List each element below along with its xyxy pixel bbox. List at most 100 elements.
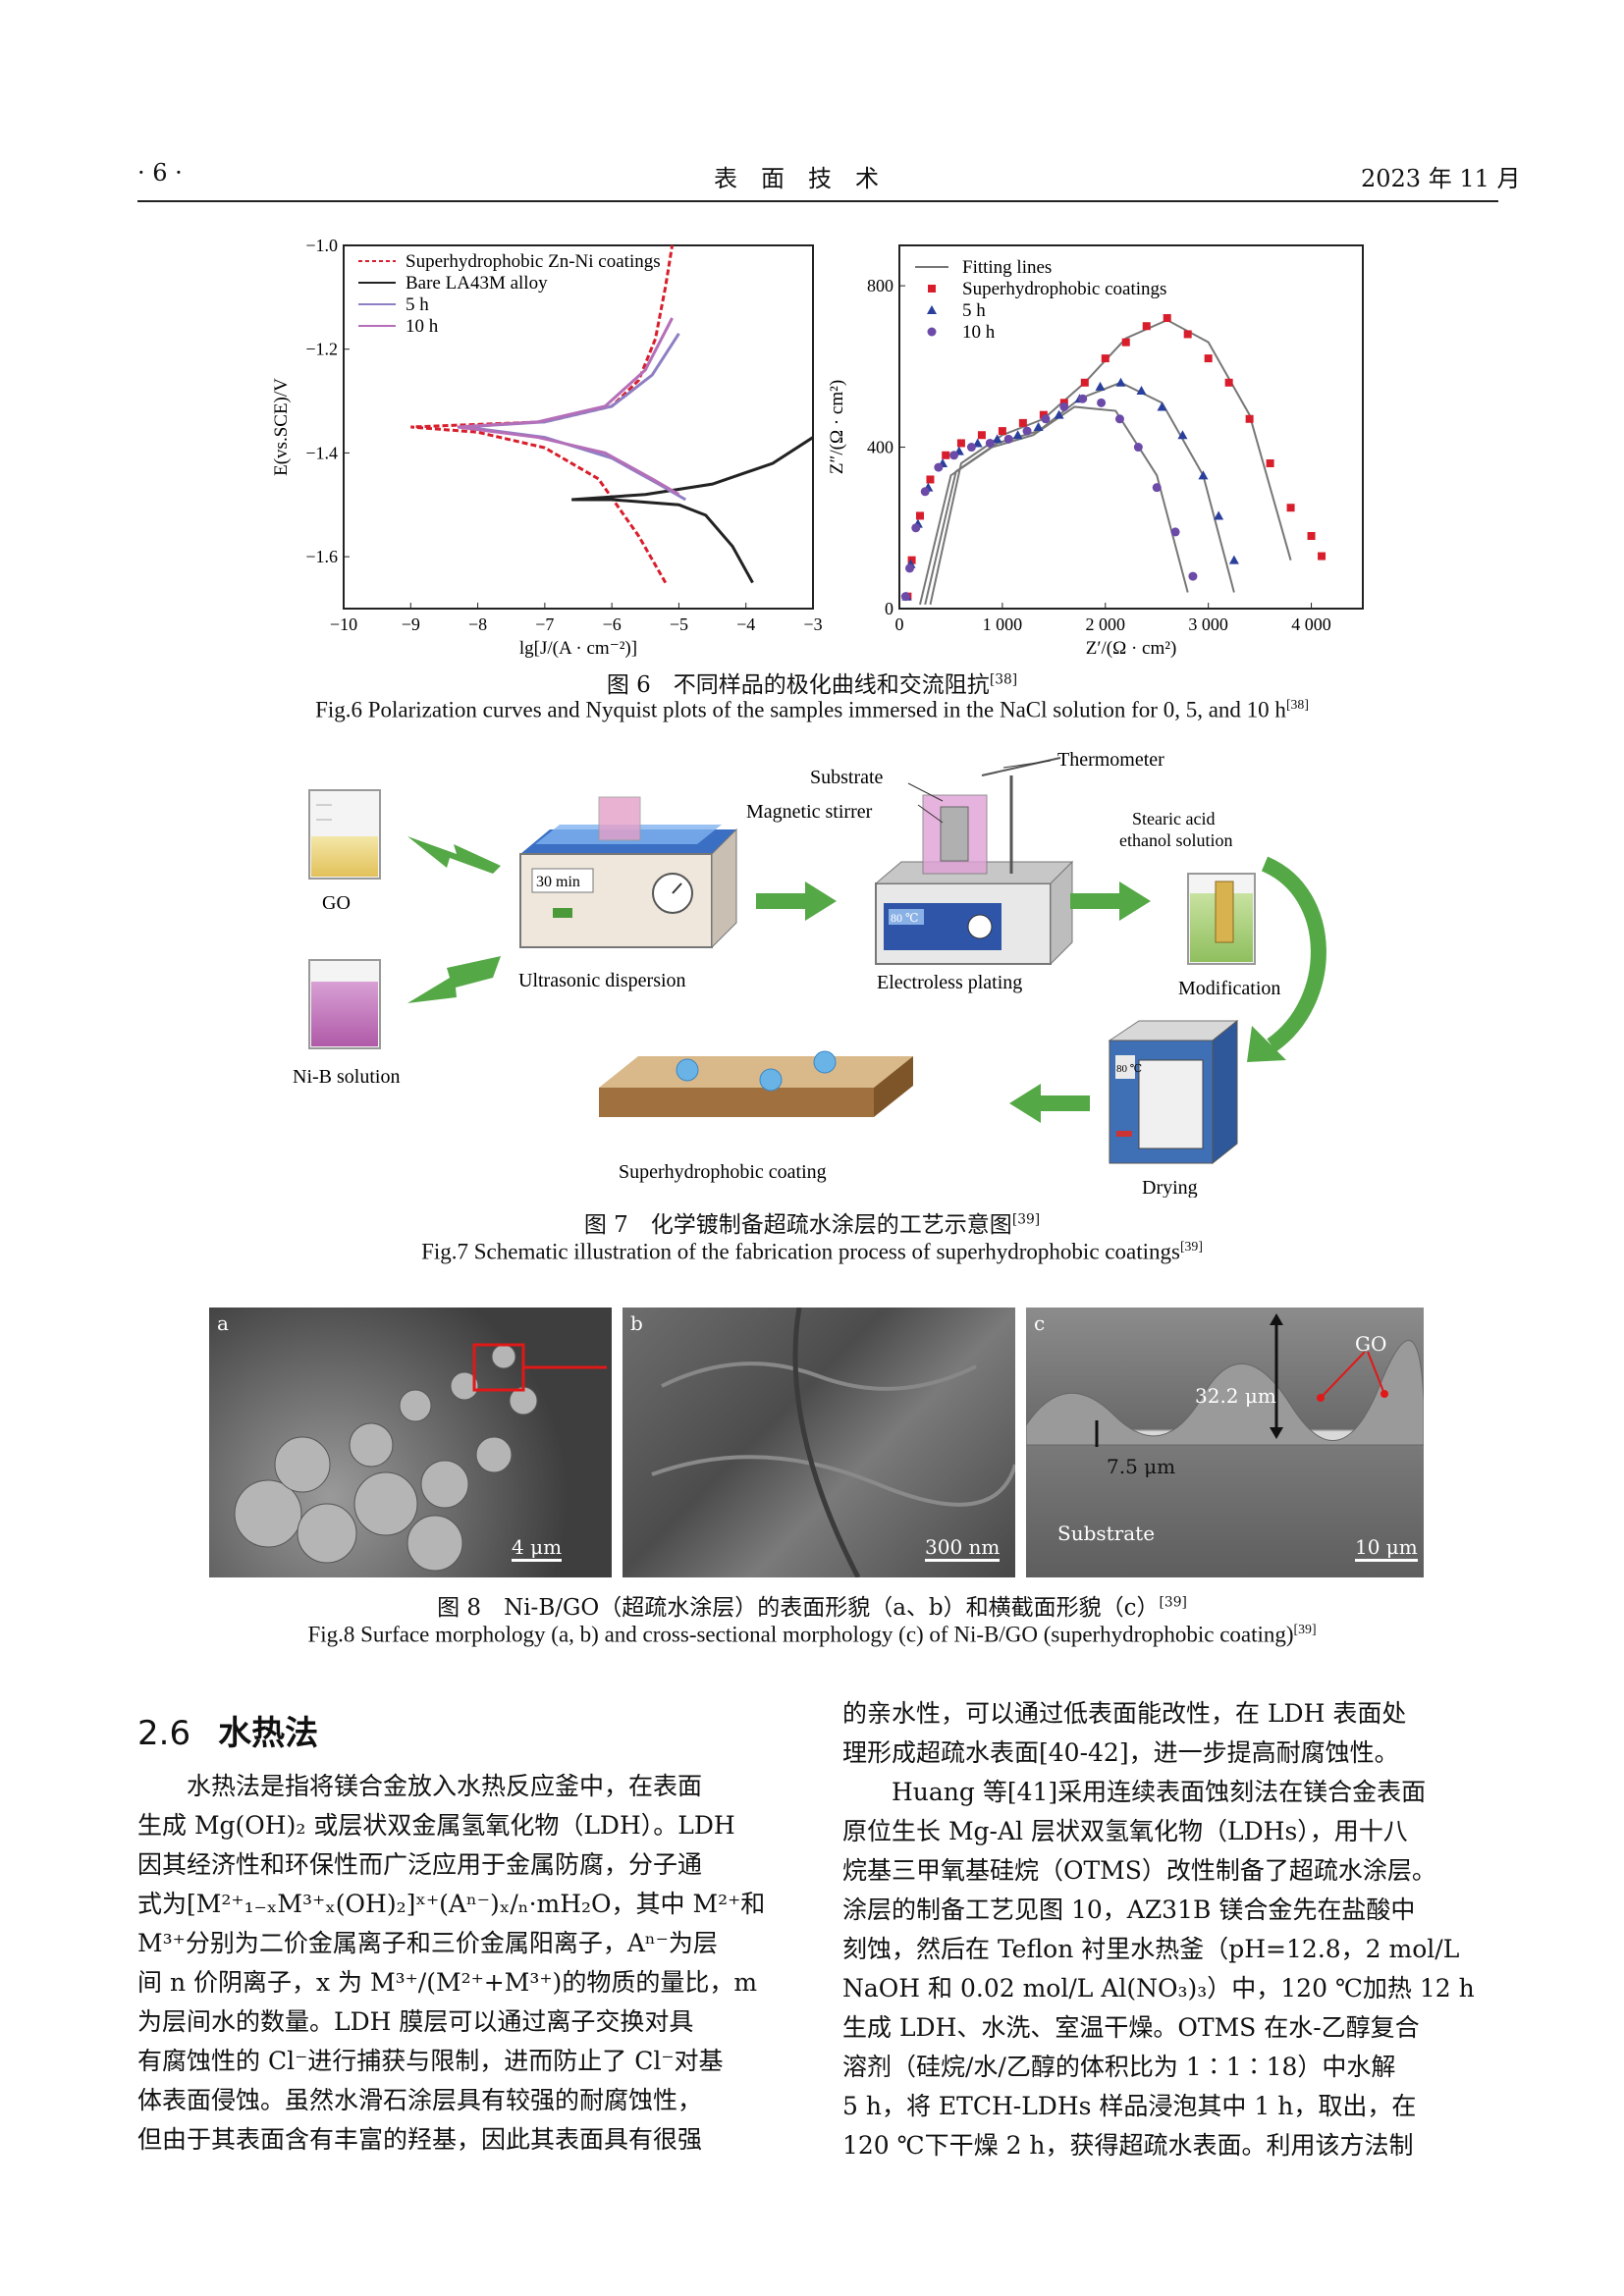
fit-line bbox=[919, 405, 1189, 606]
data-point bbox=[1095, 381, 1106, 391]
data-point bbox=[1022, 426, 1032, 436]
x-tick-label: −3 bbox=[803, 614, 822, 634]
fig6-charts: −10−9−8−7−6−5−4−3−1.0−1.2−1.4−1.6lg[J/(A… bbox=[271, 236, 1364, 658]
fig6-caption-en: Fig.6 Polarization curves and Nyquist pl… bbox=[315, 697, 1309, 722]
data-point bbox=[1133, 443, 1143, 453]
x-tick-label: −6 bbox=[603, 614, 622, 634]
legend-entry: Bare LA43M alloy bbox=[406, 273, 548, 294]
journal-title: 表 面 技 术 bbox=[714, 165, 879, 192]
data-point bbox=[907, 556, 916, 564]
text-line: Huang 等[41]采用连续表面蚀刻法在镁合金表面 bbox=[842, 1778, 1427, 1806]
data-point bbox=[1054, 409, 1064, 419]
electroless-label: Electroless plating bbox=[877, 972, 1022, 993]
x-tick-label: −5 bbox=[670, 614, 688, 634]
data-point bbox=[1142, 322, 1151, 331]
header-rule bbox=[137, 200, 1498, 202]
text-line: 水热法是指将镁合金放入水热反应釜中，在表面 bbox=[137, 1772, 703, 1800]
text-line: 生成 LDH、水洗、室温干燥。OTMS 在水-乙醇复合 bbox=[842, 2013, 1420, 2042]
data-point bbox=[998, 427, 1006, 436]
data-point bbox=[1136, 386, 1147, 395]
data-point bbox=[1121, 338, 1130, 347]
data-point bbox=[1152, 483, 1162, 493]
x-axis-label: Z′/(Ω · cm²) bbox=[1086, 638, 1177, 658]
sem-panel-b: b 300 nm bbox=[623, 1308, 1015, 1577]
data-point bbox=[934, 462, 944, 472]
y-axis-label: Z″/(Ω · cm²) bbox=[827, 380, 847, 474]
data-point bbox=[1115, 377, 1126, 387]
plot-frame bbox=[898, 244, 1364, 610]
oven-temp: 80 ℃ bbox=[1116, 1063, 1142, 1075]
data-point bbox=[992, 434, 1002, 444]
data-point bbox=[956, 439, 965, 448]
ultrasonic-timer: 30 min bbox=[536, 874, 580, 890]
right-column-text: 的亲水性，可以通过低表面能改性，在 LDH 表面处理形成超疏水表面[40-42]… bbox=[842, 1694, 1498, 2165]
text-line: 体表面侵蚀。虽然水滑石涂层具有较强的耐腐蚀性， bbox=[137, 2086, 703, 2114]
modification-beaker bbox=[1187, 873, 1256, 965]
y-tick-label: 800 bbox=[867, 276, 893, 295]
data-point bbox=[911, 523, 921, 533]
ultrasonic-device: 30 min bbox=[519, 796, 737, 949]
data-point bbox=[1228, 555, 1239, 564]
left-column-text: 水热法是指将镁合金放入水热反应釜中，在表面生成 Mg(OH)₂ 或层状双金属氢氧… bbox=[137, 1767, 785, 2160]
legend-entry: 5 h bbox=[406, 294, 429, 315]
data-point bbox=[1163, 314, 1171, 322]
legend-entry: Superhydrophobic Zn-Ni coatings bbox=[406, 251, 661, 272]
data-point bbox=[1286, 504, 1295, 512]
x-axis-label: lg[J/(A · cm⁻²)] bbox=[519, 638, 637, 658]
text-line: M³⁺分别为二价金属离子和三价金属阳离子，Aⁿ⁻为层 bbox=[137, 1929, 718, 1957]
legend-entry: 5 h bbox=[962, 300, 986, 321]
data-point bbox=[985, 438, 995, 448]
series-line bbox=[410, 244, 675, 584]
scale-bar-c: 10 μm bbox=[1355, 1535, 1418, 1562]
data-point bbox=[915, 511, 924, 520]
data-point bbox=[942, 451, 950, 459]
fig7-caption-zh: 图 7 化学镀制备超疏水涂层的工艺示意图[39] bbox=[583, 1211, 1041, 1238]
legend-swatch bbox=[927, 327, 937, 337]
substrate-annotation: Substrate bbox=[1057, 1522, 1156, 1545]
data-point bbox=[1059, 401, 1069, 411]
sem-panel-a: a 4 μm bbox=[209, 1308, 612, 1577]
data-point bbox=[900, 592, 910, 602]
fit-line bbox=[924, 381, 1235, 606]
data-point bbox=[1266, 459, 1274, 467]
data-point bbox=[1012, 430, 1023, 440]
sem-panel-c: c GO 32.2 μm 7.5 μm Substrate 10 μm bbox=[1026, 1308, 1424, 1577]
fig6-caption-zh: 图 6 不同样品的极化曲线和交流阻抗[38] bbox=[606, 671, 1018, 698]
stearic-label-1: Stearic acid bbox=[1132, 809, 1215, 828]
text-line: 烷基三甲氧基硅烷（OTMS）改性制备了超疏水涂层。 bbox=[842, 1856, 1436, 1885]
x-tick-label: −10 bbox=[330, 614, 357, 634]
text-line: 但由于其表面含有丰富的羟基，因此其表面具有很强 bbox=[137, 2125, 703, 2154]
data-point bbox=[1245, 414, 1254, 423]
series-line bbox=[457, 317, 680, 497]
data-point bbox=[966, 443, 976, 453]
stearic-label-2: ethanol solution bbox=[1119, 830, 1233, 850]
x-tick-label: −7 bbox=[535, 614, 554, 634]
text-line: 的亲水性，可以通过低表面能改性，在 LDH 表面处 bbox=[842, 1699, 1407, 1728]
substrate-label: Substrate bbox=[810, 767, 884, 788]
text-line: 溶剂（硅烷/水/乙醇的体积比为 1∶1∶18）中水解 bbox=[842, 2053, 1396, 2081]
data-point bbox=[1114, 414, 1124, 424]
data-point bbox=[1183, 330, 1192, 339]
ultrasonic-label: Ultrasonic dispersion bbox=[518, 970, 686, 991]
data-point bbox=[920, 487, 930, 497]
go-beaker bbox=[308, 789, 381, 880]
text-line: 涂层的制备工艺见图 10，AZ31B 镁合金先在盐酸中 bbox=[842, 1896, 1416, 1924]
data-point bbox=[1204, 354, 1213, 363]
fig8-caption-zh: 图 8 Ni-B/GO（超疏水涂层）的表面形貌（a、b）和横截面形貌（c）[39… bbox=[437, 1594, 1187, 1621]
text-line: 有腐蚀性的 Cl⁻进行捕获与限制，进而防止了 Cl⁻对基 bbox=[137, 2047, 724, 2075]
x-tick-label: −9 bbox=[402, 614, 420, 634]
data-point bbox=[1041, 414, 1051, 424]
fig8-caption-en: Fig.8 Surface morphology (a, b) and cros… bbox=[307, 1622, 1317, 1647]
data-point bbox=[1080, 378, 1089, 387]
data-point bbox=[1188, 571, 1198, 581]
y-axis-label: E(vs.SCE)/V bbox=[271, 378, 292, 476]
y-tick-label: −1.4 bbox=[305, 443, 338, 462]
thermometer-label: Thermometer bbox=[1057, 749, 1164, 771]
x-tick-label: 3 000 bbox=[1188, 614, 1228, 634]
data-point bbox=[1170, 527, 1180, 537]
text-line: 式为[M²⁺₁₋ₓM³⁺ₓ(OH)₂]ˣ⁺(Aⁿ⁻)ₓ/ₙ·mH₂O，其中 M²… bbox=[137, 1890, 766, 1918]
y-tick-label: −1.0 bbox=[305, 236, 338, 255]
go-label: GO bbox=[322, 892, 351, 914]
